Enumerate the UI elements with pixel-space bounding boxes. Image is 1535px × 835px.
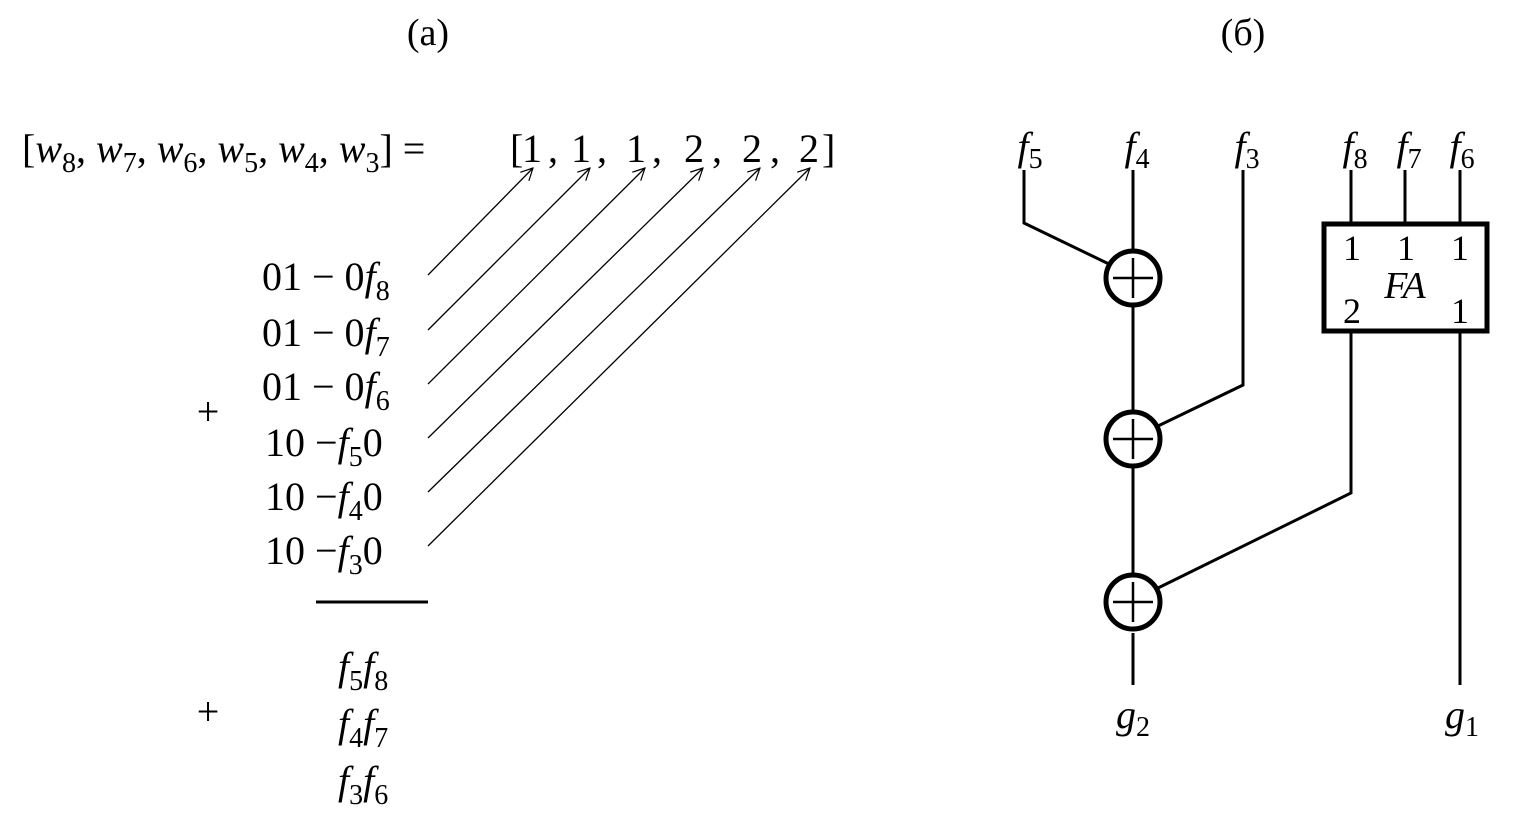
bit-rows: 01 − 0f8 01 − 0f7 01 − 0f6 10 −f50 10 −f… <box>262 254 390 581</box>
arrow-row-3 <box>427 168 645 385</box>
fa-input-weight: 1 <box>1397 228 1415 268</box>
wires <box>1022 170 1462 685</box>
result-rows: f5f8 f4f7 f3f6 <box>338 644 388 811</box>
arrow-row-6 <box>427 168 810 547</box>
bit-row: 10 −f30 <box>265 528 383 581</box>
full-adder-box <box>1321 221 1490 334</box>
fa-name: FA <box>1383 265 1426 307</box>
weight-value: 2 <box>799 126 819 171</box>
weight-var: w <box>339 126 366 171</box>
weight-var: w <box>35 126 62 171</box>
weight-var: w <box>96 126 123 171</box>
xor-plus-icon <box>1113 582 1153 622</box>
result-row: f3f6 <box>338 758 388 811</box>
result-row: f5f8 <box>338 644 388 697</box>
comma: , <box>652 126 662 171</box>
xor-gate <box>1103 409 1163 469</box>
weight-value: 1 <box>522 126 542 171</box>
bit-row: 01 − 0f6 <box>262 364 390 417</box>
input-label-f5: f5 <box>1017 124 1042 175</box>
input-label-f8: f8 <box>1342 124 1367 175</box>
output-label-g1: g1 <box>1445 692 1479 743</box>
input-label-f6: f6 <box>1449 124 1474 175</box>
panel-b: (б) f5 f4 f3 f8 f7 f6 <box>1017 12 1490 743</box>
bit-row: 10 −f40 <box>265 474 383 527</box>
wire-f3 <box>1157 170 1245 428</box>
comma: , <box>770 126 780 171</box>
fa-output-weight: 2 <box>1343 291 1361 331</box>
weight-vector-equation: [w8, w7, w6, w5, w4, w3] = [ 1 , 1 , 1 ,… <box>22 126 835 179</box>
xor-plus-icon <box>1113 258 1153 298</box>
comma: , <box>712 126 722 171</box>
weight-arrows <box>427 168 810 547</box>
input-label-f7: f7 <box>1396 124 1421 175</box>
xor-gate <box>1103 248 1163 308</box>
comma: , <box>597 126 607 171</box>
wire-fa-carry <box>1157 332 1353 590</box>
result-row: f4f7 <box>338 701 388 754</box>
input-label-f3: f3 <box>1234 124 1259 175</box>
xor-gate <box>1103 572 1163 632</box>
wire-f5 <box>1022 170 1112 267</box>
comma: , <box>548 126 558 171</box>
result-plus-sign: + <box>197 689 220 734</box>
plus-sign: + <box>197 389 220 434</box>
weight-var: w <box>157 126 184 171</box>
arrow-row-5 <box>427 168 760 493</box>
weight-var: w <box>278 126 305 171</box>
output-label-g2: g2 <box>1116 692 1150 743</box>
full-adder-block: 1 1 1 FA 2 1 <box>1321 221 1490 334</box>
fa-output-weight: 1 <box>1451 291 1469 331</box>
weight-equation-lhs: [w8, w7, w6, w5, w4, w3] = <box>22 126 425 179</box>
panel-a-label: (a) <box>407 12 449 54</box>
arrow-row-4 <box>427 168 703 439</box>
weight-value: 2 <box>684 126 704 171</box>
panel-a: (a) [w8, w7, w6, w5, w4, w3] = [ 1 , 1 ,… <box>22 12 835 811</box>
bit-row: 01 − 0f7 <box>262 310 390 363</box>
bracket-open: [ <box>510 126 523 171</box>
input-label-f4: f4 <box>1124 124 1149 175</box>
weight-value: 1 <box>626 126 646 171</box>
xor-plus-icon <box>1113 419 1153 459</box>
arrow-row-2 <box>427 168 590 331</box>
weight-var: w <box>217 126 244 171</box>
weight-value: 1 <box>571 126 591 171</box>
bit-row: 01 − 0f8 <box>262 254 390 307</box>
fa-input-weight: 1 <box>1343 228 1361 268</box>
panel-b-label: (б) <box>1221 12 1266 54</box>
fa-input-weight: 1 <box>1451 228 1469 268</box>
arrow-row-1 <box>427 168 533 276</box>
weight-value: 2 <box>742 126 762 171</box>
bit-row: 10 −f50 <box>265 420 383 473</box>
bracket-close: ] <box>822 126 835 171</box>
